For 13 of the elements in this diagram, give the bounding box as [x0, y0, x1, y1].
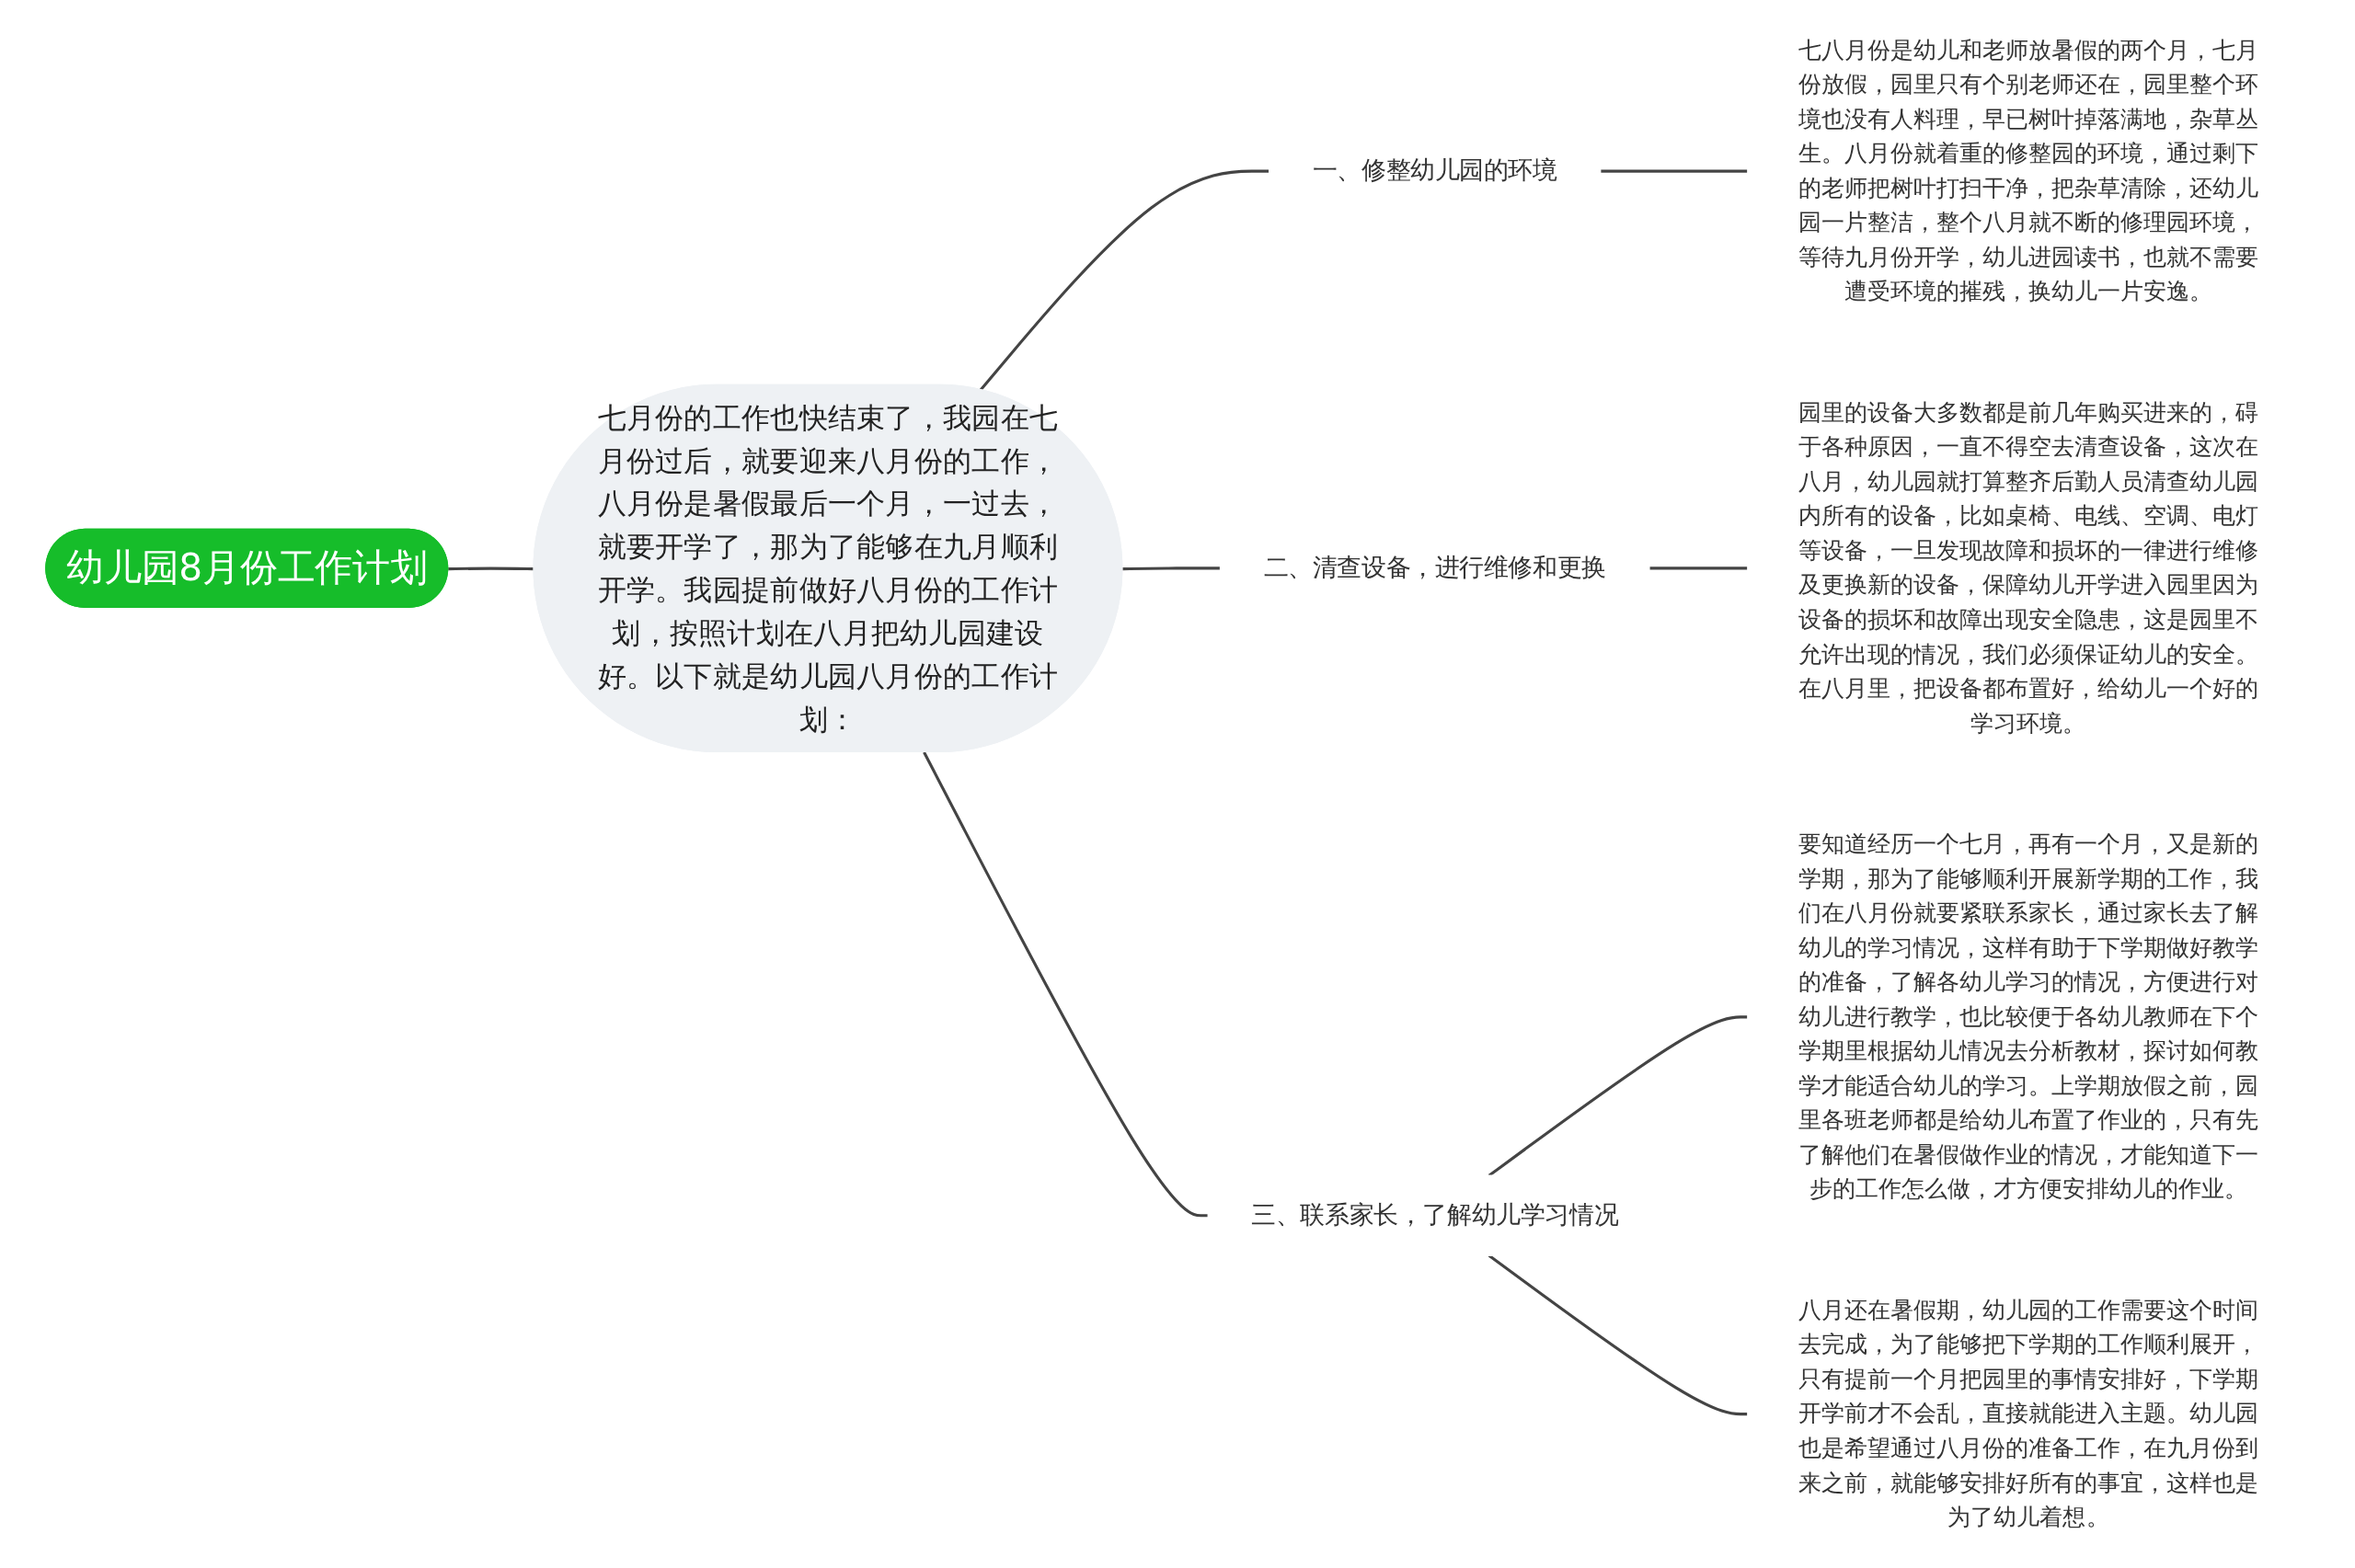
node-text: 七八月份是幼儿和老师放暑假的两个月，七月份放假，园里只有个别老师还在，园里整个环境也没有人料理，早已树叶掉落满地，杂草丛生。八月份就着重的修整园的环境，通过剩下的老师把树叶打扫干净，把杂草清除，还幼儿园一片整洁，整个八月就不断的修理园环境，等待九月份开学，幼儿进园读书，也就不需要遭受环境的摧残，换幼儿一片安逸。: [1798, 36, 2259, 305]
connector: [1122, 567, 1221, 571]
node-text: 一、修整幼儿园的环境: [1312, 155, 1557, 185]
connector: [1600, 169, 1748, 173]
node-text: 要知道经历一个七月，再有一个月，又是新的学期，那为了能够顺利开展新学期的工作，我们在八月份就要紧联系家长，通过家长去了解幼儿的学习情况，这样有助于下学期做好教学的准备，了解各幼儿学习的情况，方便进行对幼儿进行教学，也比较便于各幼儿教师在下个学期里根据幼儿情况去分析教材，探讨如何教学才能适合幼儿的学习。上学期放假之前，园里各班老师都是给幼儿布置了作业的，只有先了解他们在暑假做作业的情况，才能知道下一步的工作怎么做，才方便安排幼儿的作业。: [1798, 830, 2259, 1203]
node-text: 园里的设备大多数都是前几年购买进来的，碍于各种原因，一直不得空去清查设备，这次在八月，幼儿园就打算整齐后勤人员清查幼儿园内所有的设备，比如桌椅、电线、空调、电灯等设备，一旦发现故障和损坏的一律进行维修及更换新的设备，保障幼儿开学进入园里因为设备的损坏和故障出现安全隐患，这是园里不允许出现的情况，我们必须保证幼儿的安全。在八月里，把设备都布置好，给幼儿一个好的学习环境。: [1798, 398, 2259, 737]
connector: [979, 169, 1269, 392]
node-text: 二、清查设备，进行维修和更换: [1263, 553, 1606, 582]
connector: [1648, 567, 1748, 570]
connector: [923, 751, 1209, 1218]
node-text: 八月还在暑假期，幼儿园的工作需要这个时间去完成，为了能够把下学期的工作顺利展开，只有提前一个月把园里的事情安排好，下学期开学前才不会乱，直接就能进入主题。幼儿园也是希望通过八月份的准备工作，在九月份到来之前，就能够安排好所有的事宜，这样也是为了幼儿着想。: [1798, 1296, 2259, 1531]
connector: [1488, 1015, 1748, 1177]
node-text: 三、联系家长，了解幼儿学习情况: [1251, 1199, 1619, 1230]
